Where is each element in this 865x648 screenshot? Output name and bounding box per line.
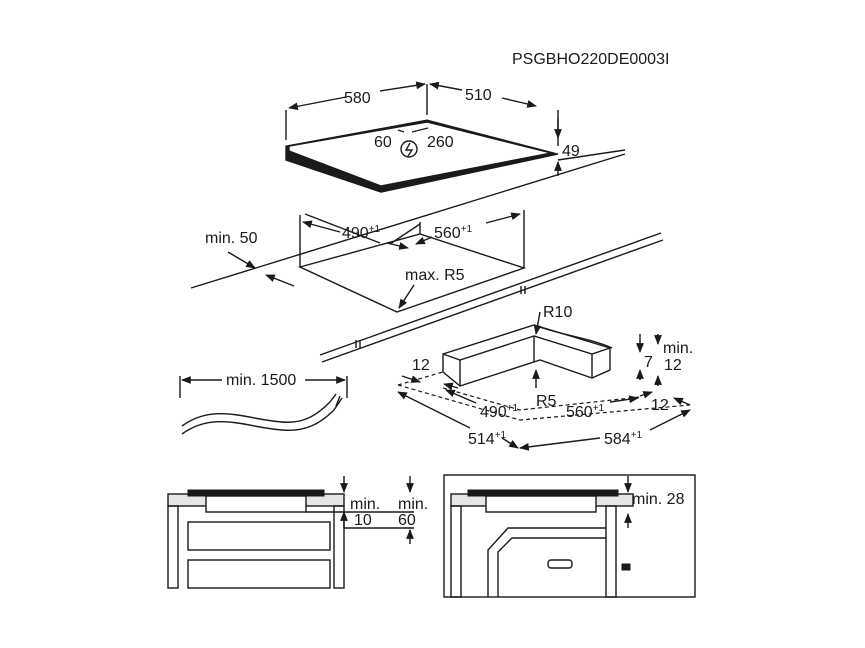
frame-rim-right-label: 12 [664, 357, 682, 374]
hob-illustration: 580 510 49 60 260 [285, 81, 626, 193]
left-gap-value: 10 [354, 512, 372, 529]
frame-inner-width-label: 490+1 [480, 403, 519, 421]
cutout-depth-label: 560+1 [434, 224, 473, 242]
cable-pos-left-label: 60 [374, 134, 392, 151]
frame-inner-depth-label: 560+1 [566, 403, 605, 421]
doc-code: PSGBHO220DE0003I [512, 51, 669, 68]
frame-rim-left-label: 12 [412, 357, 430, 374]
frame-outer-depth-label: 584+1 [604, 430, 643, 448]
frame-height-label: 7 [644, 354, 653, 371]
right-gap-label: min. 28 [632, 491, 685, 508]
cutout-width-label: 490+1 [342, 224, 381, 242]
power-cable: min. 1500 [179, 372, 348, 435]
cutout-edge-distance-label: min. 50 [205, 230, 258, 247]
cutout-radius-label: max. R5 [405, 267, 465, 284]
frame-radius-inner-label: R5 [536, 393, 557, 410]
installation-right: min. 28 [443, 474, 696, 598]
electric-connection-icon [400, 140, 418, 158]
left-gap-min-label: min. [350, 496, 380, 513]
left-depth-value: 60 [398, 512, 416, 529]
cable-pos-right-label: 260 [427, 134, 454, 151]
frame-radius-outer-label: R10 [543, 304, 572, 321]
mounting-frame: R10 R5 12 min. 7 12 12 490+1 560+1 514+1… [397, 304, 693, 451]
frame-outer-width-label: 514+1 [468, 430, 507, 448]
hob-depth-label: 510 [465, 87, 492, 104]
worktop-cutout: 490+1 560+1 min. 50 max. R5 [190, 153, 664, 363]
left-depth-min-label: min. [398, 496, 428, 513]
hob-width-label: 580 [344, 90, 371, 107]
frame-min-label: min. [663, 340, 693, 357]
frame-rim-bottom-label: 12 [651, 397, 669, 414]
hob-height-label: 49 [562, 143, 580, 160]
installation-left: min. 10 min. 60 [167, 476, 428, 589]
cable-length-label: min. 1500 [226, 372, 296, 389]
